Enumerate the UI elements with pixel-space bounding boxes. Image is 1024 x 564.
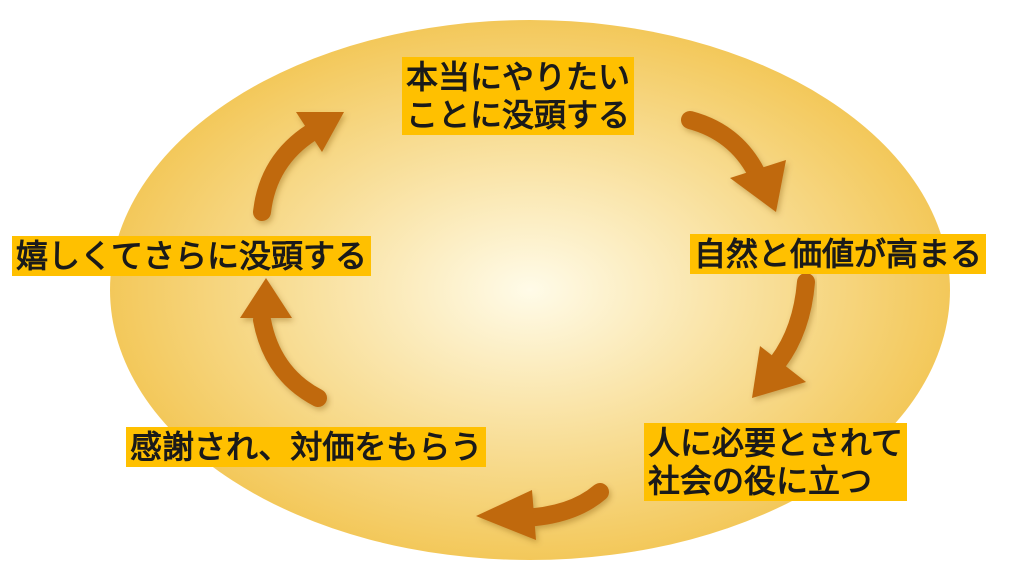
arrow-top-right-head: [730, 160, 786, 212]
arrow-left-shaft: [253, 311, 327, 407]
step-label-bottom-right-line-1: 人に必要とされて: [648, 424, 904, 462]
step-label-top: 本当にやりたい ことに没頭する: [402, 57, 635, 135]
arrow-bottom-head: [476, 490, 536, 540]
arrow-bottom: [476, 483, 609, 540]
arrow-top-left-shaft: [253, 123, 321, 221]
step-label-bottom-left-line-1: 感謝され、対価をもらう: [130, 428, 483, 466]
arrow-left: [240, 278, 327, 407]
step-label-bottom-right: 人に必要とされて 社会の役に立つ: [644, 423, 908, 501]
arrow-right: [752, 273, 815, 398]
step-label-bottom-right-line-2: 社会の役に立つ: [648, 462, 873, 500]
arrow-right-head: [752, 346, 806, 398]
arrow-left-head: [240, 278, 292, 318]
step-label-left-line-1: 嬉しくてさらに没頭する: [16, 237, 368, 275]
step-label-right: 自然と価値が高まる: [690, 234, 987, 274]
arrow-top-right-shaft: [681, 111, 765, 181]
step-label-left: 嬉しくてさらに没頭する: [12, 236, 372, 276]
arrow-top-left-head: [296, 112, 344, 152]
arrow-top-right: [681, 111, 786, 212]
arrow-right-shaft: [769, 273, 815, 371]
step-label-top-line-2: ことに没頭する: [406, 96, 631, 134]
arrow-top-left: [253, 112, 344, 221]
step-label-right-line-1: 自然と価値が高まる: [694, 235, 983, 273]
step-label-bottom-left: 感謝され、対価をもらう: [126, 427, 487, 467]
step-label-top-line-1: 本当にやりたい: [406, 58, 631, 96]
